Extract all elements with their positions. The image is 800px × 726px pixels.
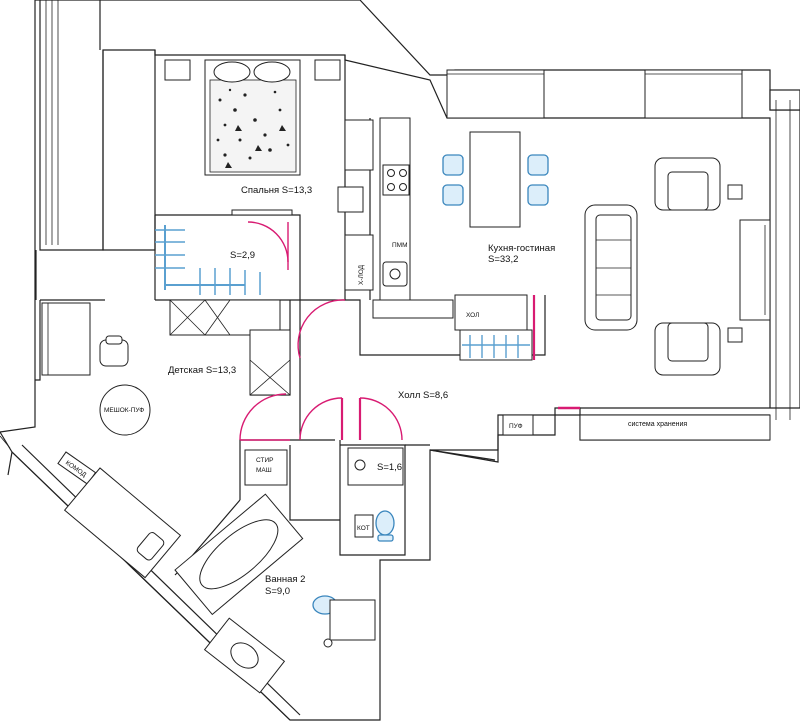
wc: S=1,6 КОТ (347, 447, 404, 542)
fridge-hall-label: ХОЛ (466, 312, 479, 319)
fridge-label: Х-ЛОД (358, 264, 365, 285)
hall: Холл S=8,6 ПУФ система хранения (297, 299, 771, 461)
kitchen-area: S=33,2 (488, 254, 518, 265)
kids-room-label: Детская S=13,3 (168, 365, 236, 376)
kids-bed (63, 467, 182, 579)
fridge-hall (454, 294, 528, 331)
boiler-label: КОТ (357, 525, 370, 532)
wc-label: S=1,6 (377, 462, 402, 473)
desk (41, 302, 91, 376)
washer-label-1: СТИР (256, 457, 273, 464)
boiler (354, 514, 374, 538)
dining-table (469, 131, 521, 228)
kids-room: Детская S=13,3 МЕШОК-ПУФ КОМОД (41, 299, 291, 579)
hall-pouf (502, 414, 534, 436)
bath-label: Ванная 2 (265, 574, 305, 585)
bedroom: Спальня S=13,3 (164, 59, 341, 216)
bean-bag-label: МЕШОК-ПУФ (104, 407, 144, 414)
washing-machine (244, 449, 288, 486)
bath-area: S=9,0 (265, 586, 290, 597)
storage-label: система хранения (628, 421, 687, 428)
kitchen-living: Х-ЛОД ПММ ХОЛ Кухня-гостиная S=33,2 (337, 117, 771, 376)
hall-pouf-label: ПУФ (509, 423, 523, 430)
storage-system (579, 414, 771, 441)
hall-label: Холл S=8,6 (398, 390, 448, 401)
dishwasher-label: ПММ (392, 242, 408, 249)
nightstand-right (314, 59, 341, 81)
toilet (375, 510, 395, 536)
bedroom-label: Спальня S=13,3 (241, 185, 312, 196)
bean-bag (99, 384, 151, 436)
walk-in-closet: S=2,9 (155, 221, 289, 295)
tv-unit (739, 219, 771, 321)
washer-label-2: МАШ (256, 467, 272, 474)
nightstand-left (164, 59, 191, 81)
kitchen-label: Кухня-гостиная (488, 243, 555, 254)
closet-label: S=2,9 (230, 250, 255, 261)
bathroom-2: СТИР МАШ Ванная 2 S=9,0 (174, 449, 376, 694)
